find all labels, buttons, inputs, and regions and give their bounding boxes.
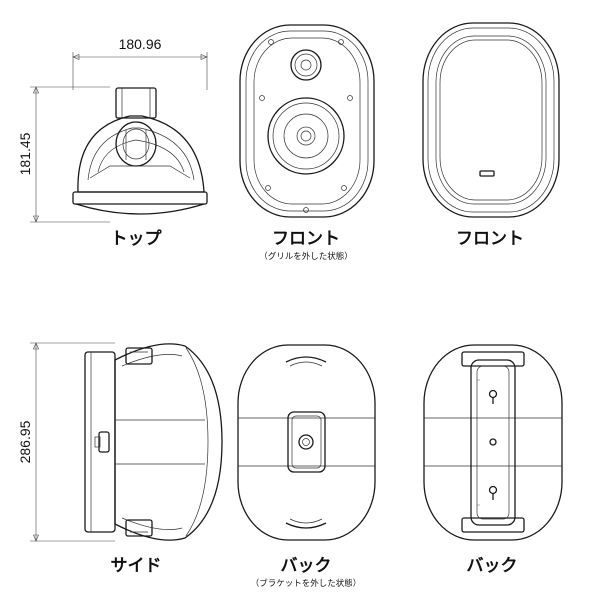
front-open-note: （グリルを外した状態） — [259, 251, 353, 262]
back-view — [423, 344, 563, 541]
top-width-dimension: 180.96 — [119, 36, 162, 52]
back-view-bracket-removed — [237, 344, 376, 541]
side-view-label: サイド — [111, 556, 162, 576]
front-view-label: フロント — [456, 229, 524, 249]
front-view-grille-removed — [239, 24, 375, 218]
back-open-note: （ブラケットを外した状態） — [251, 578, 362, 589]
top-view-label: トップ — [111, 228, 163, 249]
top-height-dimension: 181.45 — [17, 132, 33, 175]
front-view — [422, 22, 560, 218]
side-height-dimension: 286.95 — [17, 420, 33, 463]
side-view: 286.95 — [17, 342, 223, 542]
front-open-label: フロント — [272, 229, 340, 249]
back-open-label: バック — [281, 556, 332, 576]
logo-badge — [479, 170, 495, 177]
top-view: 180.96 181.45 — [17, 36, 208, 223]
back-view-label: バック — [467, 556, 518, 576]
